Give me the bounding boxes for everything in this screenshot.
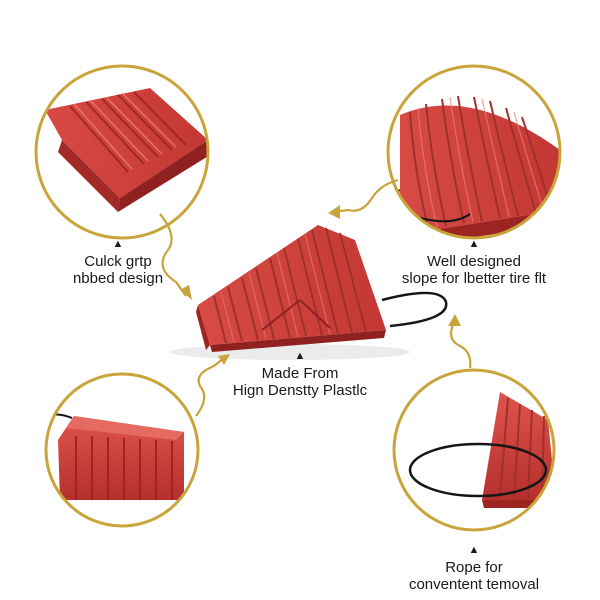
triangle-up-icon: ▲ bbox=[294, 350, 306, 362]
slope-callout-line1: Well designed bbox=[427, 253, 521, 270]
rope-callout-line1: Rope for bbox=[445, 559, 503, 576]
slope-callout: ▲ Well designed slope for lbetter tire f… bbox=[384, 238, 564, 287]
side-closeup-image bbox=[46, 413, 184, 501]
wheel-chock-main-image bbox=[170, 225, 448, 360]
slope-detail-circle bbox=[386, 64, 562, 240]
material-callout: ▲ Made From Hign Denstty Plastlc bbox=[220, 350, 380, 399]
grip-closeup-image bbox=[45, 88, 208, 212]
rope-detail-circle bbox=[392, 368, 556, 532]
curly-arrow-icon bbox=[159, 213, 192, 300]
material-callout-line2: Hign Denstty Plastlc bbox=[232, 382, 368, 399]
material-callout-line1: Made From bbox=[261, 365, 339, 382]
curly-arrow-icon bbox=[195, 354, 230, 417]
triangle-up-icon: ▲ bbox=[468, 238, 480, 250]
triangle-up-icon: ▲ bbox=[112, 238, 124, 250]
grip-callout-line1: Culck grtp bbox=[84, 253, 152, 270]
curly-arrow-icon bbox=[448, 314, 472, 369]
grip-detail-circle bbox=[34, 64, 210, 240]
rope-callout-line2: conventent temoval bbox=[408, 576, 540, 593]
slope-callout-line2: slope for lbetter tire flt bbox=[401, 270, 547, 287]
curly-arrow-icon bbox=[328, 178, 399, 219]
slope-closeup-image bbox=[391, 95, 560, 238]
rope-callout: ▲ Rope for conventent temoval bbox=[384, 544, 564, 593]
grip-callout-line2: nbbed design bbox=[72, 270, 164, 287]
grip-callout: ▲ Culck grtp nbbed design bbox=[58, 238, 178, 287]
triangle-up-icon: ▲ bbox=[468, 544, 480, 556]
rope-closeup-image bbox=[408, 392, 554, 508]
side-detail-circle bbox=[44, 372, 200, 528]
